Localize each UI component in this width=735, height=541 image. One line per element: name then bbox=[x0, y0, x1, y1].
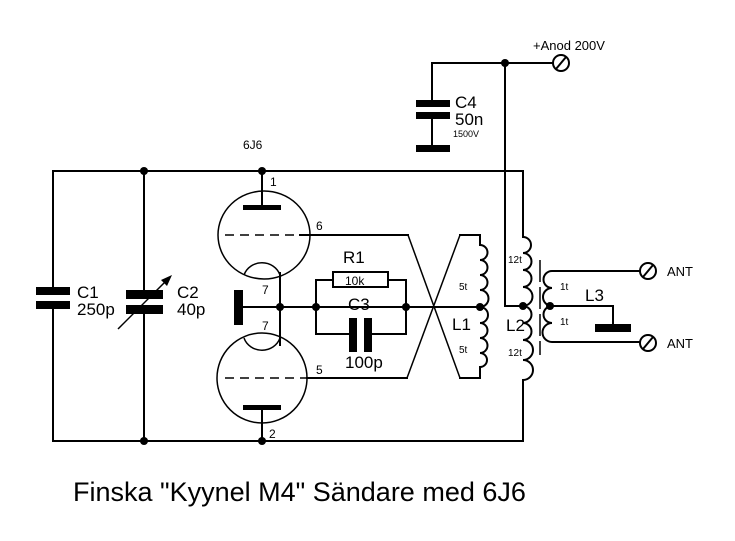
l3-name: L3 bbox=[585, 286, 604, 305]
supply-label: +Anod 200V bbox=[533, 38, 605, 53]
l1-name: L1 bbox=[452, 315, 471, 334]
pin-7a: 7 bbox=[262, 283, 269, 297]
junction-dot bbox=[476, 303, 484, 311]
supply-terminal bbox=[552, 54, 570, 72]
c2-value: 40p bbox=[177, 300, 205, 319]
variable-capacitor-c2: C2 40p bbox=[117, 170, 205, 442]
junction-dot bbox=[546, 302, 554, 310]
ant-label-2: ANT bbox=[667, 336, 693, 351]
tube-6j6-lower: 7 5 2 bbox=[216, 319, 408, 442]
capacitor-c3: C3 100p bbox=[315, 295, 407, 372]
variable-arrow-icon bbox=[117, 278, 169, 330]
cathode-bar bbox=[234, 290, 243, 325]
supply-section: +Anod 200V C4 50n 1500V bbox=[416, 38, 605, 171]
c4-value: 50n bbox=[455, 110, 483, 129]
c3-value: 100p bbox=[345, 353, 383, 372]
junction-dot bbox=[276, 303, 284, 311]
c2-name: C2 bbox=[177, 283, 199, 302]
inductor-l3: L3 bbox=[585, 286, 631, 332]
anode-plate bbox=[243, 405, 281, 410]
l2-turns-bottom: 12t bbox=[508, 348, 522, 359]
pin-6: 6 bbox=[316, 219, 323, 233]
pin-5: 5 bbox=[316, 363, 323, 377]
antenna-terminal-1[interactable]: ANT bbox=[639, 262, 693, 280]
c4-plate-top bbox=[416, 100, 450, 107]
antenna-terminal-2[interactable]: ANT bbox=[639, 334, 693, 352]
tube-label: 6J6 bbox=[243, 138, 263, 152]
anode-plate bbox=[243, 205, 281, 210]
inductor-l2: 12t L2 12t bbox=[504, 235, 541, 382]
junction-dot bbox=[501, 59, 509, 67]
link-turns-top: 1t bbox=[560, 282, 569, 293]
pin-7b: 7 bbox=[262, 319, 269, 333]
c3-name: C3 bbox=[348, 295, 370, 314]
pin-1: 1 bbox=[270, 175, 277, 189]
junction-dot bbox=[519, 302, 527, 310]
resistor-r1: R1 10k bbox=[315, 248, 407, 308]
capacitor-c1: C1 250p bbox=[36, 170, 115, 442]
link-turns-bottom: 1t bbox=[560, 317, 569, 328]
c1-name: C1 bbox=[77, 283, 99, 302]
tube-6j6-upper: 1 6 7 bbox=[217, 170, 409, 346]
l1-turns-bottom: 5t bbox=[459, 345, 468, 356]
c1-value: 250p bbox=[77, 300, 115, 319]
inductor-l1: 5t L1 5t bbox=[452, 234, 490, 379]
ant-label-1: ANT bbox=[667, 264, 693, 279]
link-coil: 1t 1t bbox=[541, 270, 641, 343]
r1-name: R1 bbox=[343, 248, 365, 267]
c4-plate-mid bbox=[416, 112, 450, 119]
c4-plate-bottom bbox=[416, 145, 450, 152]
l2-name: L2 bbox=[506, 316, 525, 335]
c4-rating: 1500V bbox=[453, 129, 479, 139]
l2-turns-top: 12t bbox=[508, 255, 522, 266]
r1-value: 10k bbox=[345, 274, 365, 288]
diagram-title: Finska "Kyynel M4" Sändare med 6J6 bbox=[73, 477, 526, 507]
l1-turns-top: 5t bbox=[459, 282, 468, 293]
pin-2: 2 bbox=[269, 427, 276, 441]
c4-name: C4 bbox=[455, 93, 477, 112]
